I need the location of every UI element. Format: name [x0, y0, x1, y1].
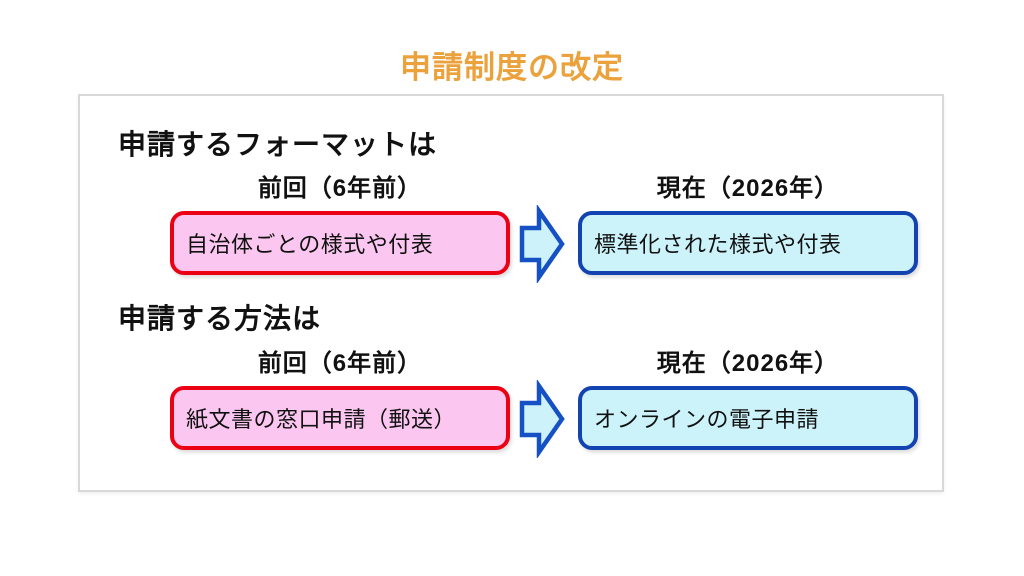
section-heading-format: 申請するフォーマットは — [118, 129, 438, 160]
before-box-method: 紙文書の窓口申請（郵送） — [170, 386, 510, 450]
after-box-format: 標準化された様式や付表 — [578, 211, 918, 275]
after-box-format-text: 標準化された様式や付表 — [594, 232, 842, 257]
before-label: 前回（6年前） — [257, 175, 423, 202]
arrow-right-icon — [519, 205, 565, 283]
before-label: 前回（6年前） — [257, 350, 423, 377]
section-heading-method: 申請する方法は — [118, 303, 322, 334]
page-title: 申請制度の改定 — [400, 50, 624, 85]
before-box-method-text: 紙文書の窓口申請（郵送） — [186, 407, 457, 432]
arrow-right-icon — [519, 380, 565, 458]
after-box-method: オンラインの電子申請 — [578, 386, 918, 450]
after-label: 現在（2026年） — [656, 175, 840, 202]
before-box-format-text: 自治体ごとの様式や付表 — [186, 232, 434, 257]
before-box-format: 自治体ごとの様式や付表 — [170, 211, 510, 275]
after-label: 現在（2026年） — [656, 350, 840, 377]
after-box-method-text: オンラインの電子申請 — [594, 407, 820, 432]
